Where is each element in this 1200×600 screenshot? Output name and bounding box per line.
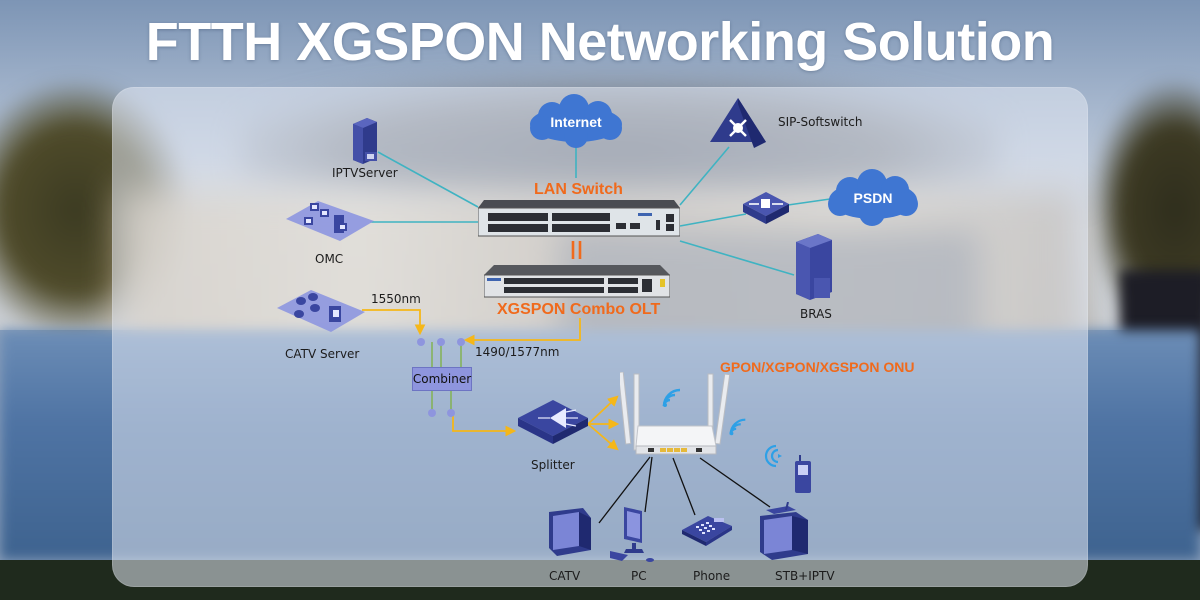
phone-icon: [678, 512, 734, 550]
fiber-olt-combiner: [463, 318, 581, 346]
sip-softswitch-label: SIP-Softswitch: [778, 115, 863, 129]
combiner-port-1: [417, 338, 425, 346]
mobile-phone-icon: [794, 455, 812, 499]
wifi-signal-icon: [762, 444, 782, 472]
lan-switch-device: [477, 200, 681, 246]
link-onu-catv: [598, 456, 651, 524]
link-router-psdn: [787, 198, 831, 206]
terminal-label-pc: PC: [631, 569, 647, 583]
catv-server-icon: [275, 288, 367, 338]
fiber-splitter-onu-3: [587, 423, 619, 451]
catv-tv-icon: [547, 508, 593, 564]
internet-cloud: Internet: [522, 94, 630, 150]
onu-router-icon: [617, 371, 732, 462]
fiber-combiner-splitter: [452, 413, 517, 437]
bras-label: BRAS: [800, 307, 832, 321]
terminal-label-stb: STB+IPTV: [775, 569, 835, 583]
bras-server-icon: [790, 234, 836, 306]
combiner-box: Combiner: [412, 367, 472, 391]
server-tower-icon: [347, 118, 383, 170]
page-title: FTTH XGSPON Networking Solution: [145, 12, 1055, 72]
link-onu-stb: [699, 457, 771, 508]
wifi-signal-icon: [727, 416, 749, 442]
olt-device: [483, 265, 671, 305]
fiber-splitter-onu-1: [587, 395, 619, 425]
wifi-signal-icon: [660, 386, 684, 414]
optical-splitter-icon: [518, 400, 588, 448]
cloud-icon: [828, 169, 918, 226]
combiner-port-2: [437, 338, 445, 346]
link-iptv-switch: [377, 151, 479, 208]
wavelength-1550-label: 1550nm: [371, 292, 421, 306]
internet-label: Internet: [550, 114, 602, 130]
iptv-server-label: IPTVServer: [332, 166, 398, 180]
combiner-port-5: [447, 409, 455, 417]
combiner-port-4: [428, 409, 436, 417]
softswitch-pyramid-icon: [708, 96, 770, 152]
splitter-label: Splitter: [531, 458, 575, 472]
link-onu-pc: [644, 456, 653, 513]
omc-label: OMC: [315, 252, 344, 266]
link-switch-sip: [679, 146, 730, 206]
olt-label: XGSPON Combo OLT: [497, 301, 661, 318]
terminal-label-phone: Phone: [693, 569, 731, 583]
router-icon: [743, 192, 789, 228]
wavelength-1490-1577-label: 1490/1577nm: [475, 345, 560, 359]
link-onu-phone: [672, 457, 696, 516]
link-switch-bras: [679, 240, 795, 276]
diagram-panel: [112, 87, 1088, 587]
combiner-port-3: [457, 338, 465, 346]
link-switch-router: [679, 213, 747, 227]
stb-tv-icon: [758, 501, 810, 568]
pc-icon: [606, 505, 660, 567]
omc-workstations-icon: [284, 197, 376, 247]
psdn-label: PSDN: [853, 190, 893, 206]
onu-label: GPON/XGPON/XGSPON ONU: [720, 359, 915, 375]
cloud-icon: [530, 94, 622, 148]
psdn-cloud: PSDN: [822, 168, 924, 228]
fiber-catv-combiner: [362, 309, 426, 336]
catv-server-label: CATV Server: [285, 347, 360, 361]
lan-switch-label: LAN Switch: [534, 181, 623, 198]
terminal-label-catv: CATV: [549, 569, 581, 583]
